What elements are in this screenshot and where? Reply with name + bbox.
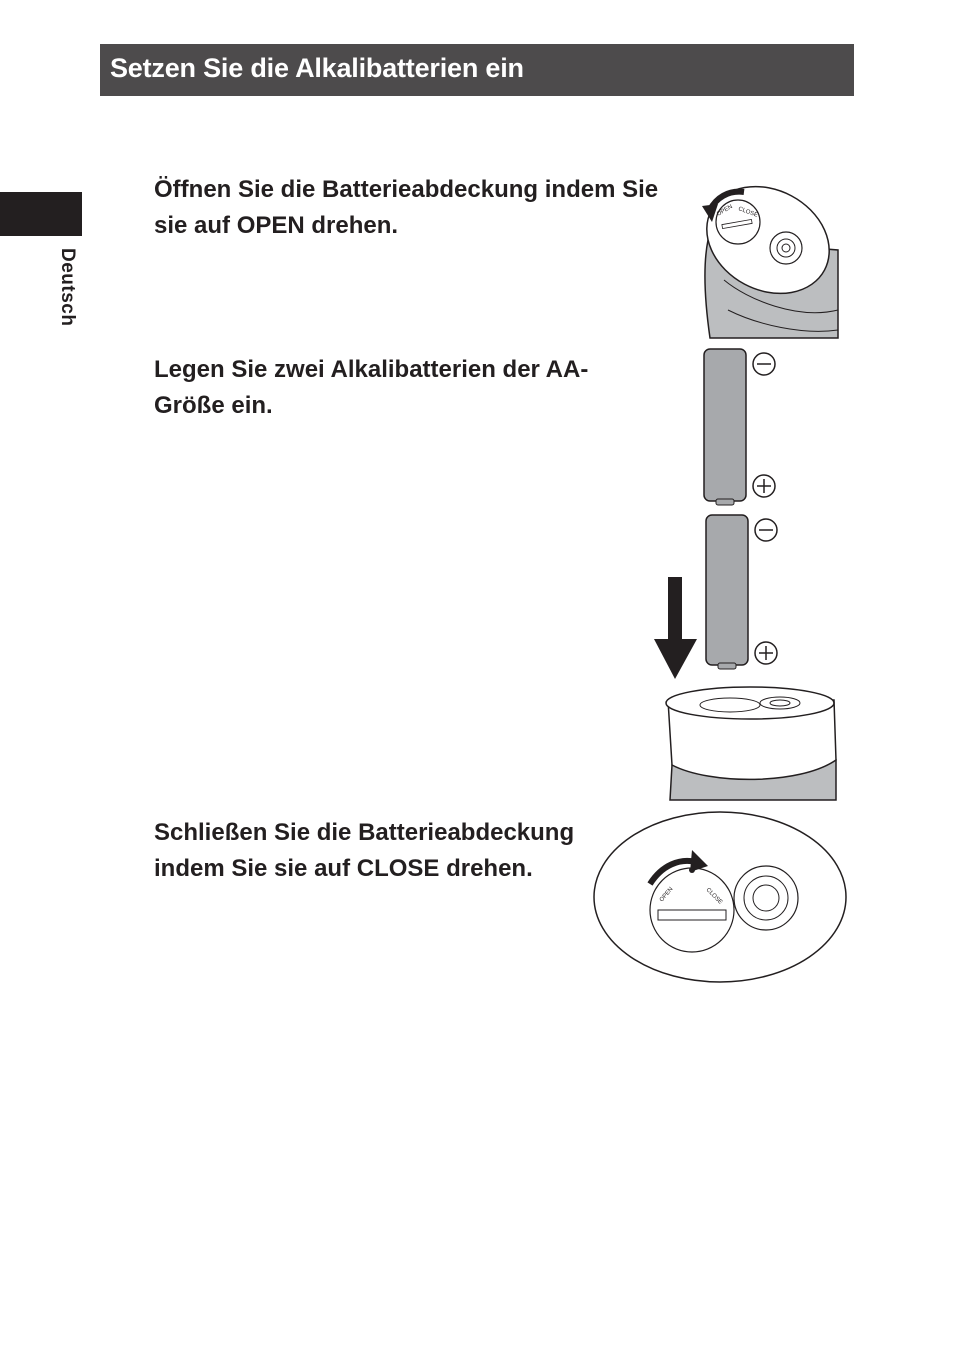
down-arrow-icon — [668, 577, 682, 641]
step-3-text: Schließen Sie die Batterieabdeckung inde… — [154, 819, 575, 882]
device-open-cover-illustration: OPEN CLOSE — [702, 185, 839, 339]
battery-top — [703, 348, 747, 502]
step-1-text: Öffnen Sie die Batterieabdeckung indem S… — [154, 176, 659, 239]
language-tab — [0, 192, 82, 236]
battery-bottom — [705, 514, 749, 666]
section-title-bar: Setzen Sie die Alkalibatterien ein — [100, 44, 854, 96]
close-cover-illustration: OPEN CLOSE — [593, 811, 847, 983]
section-title: Setzen Sie die Alkalibatterien ein — [110, 53, 524, 83]
language-label: Deutsch — [57, 248, 78, 327]
step-2-text: Legen Sie zwei Alkalibatterien der AA-Gr… — [154, 356, 589, 419]
battery-insert-illustration — [654, 348, 837, 801]
